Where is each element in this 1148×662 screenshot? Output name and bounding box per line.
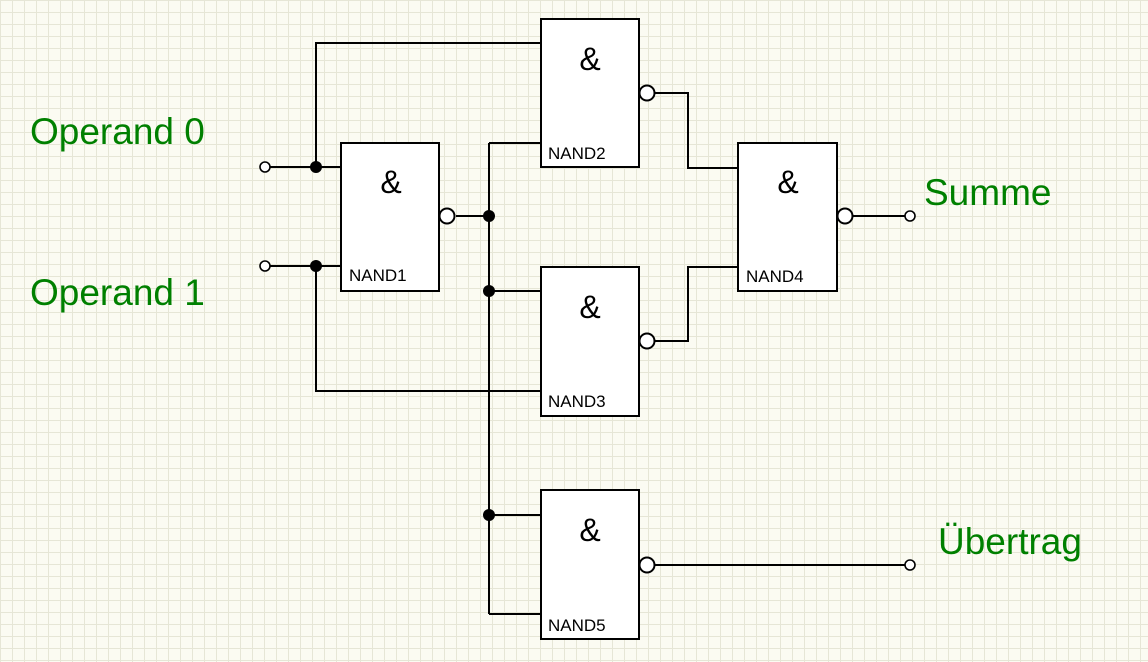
- gate-body: [540, 489, 640, 640]
- gate-nand4[interactable]: & NAND4: [737, 142, 854, 292]
- inverter-bubble: [638, 332, 656, 350]
- wire-nand3-to-nand4: [654, 266, 738, 342]
- and-symbol: &: [777, 164, 798, 200]
- label-operand1: Operand 1: [30, 272, 205, 313]
- gate-body: [737, 142, 838, 292]
- input-terminal-operand0[interactable]: [259, 161, 271, 173]
- inverter-bubble: [638, 84, 656, 102]
- label-uebertrag: Übertrag: [938, 521, 1082, 562]
- wire-operand0-to-nand2: [315, 42, 541, 167]
- junction-dot: [483, 285, 495, 297]
- gate-label: NAND2: [548, 144, 606, 163]
- gate-label: NAND3: [548, 392, 606, 411]
- and-symbol: &: [380, 164, 401, 200]
- label-summe: Summe: [924, 172, 1051, 213]
- inverter-bubble: [836, 207, 854, 225]
- gate-label: NAND4: [746, 267, 804, 286]
- junction-dot: [483, 210, 495, 222]
- wire-nand2-to-nand4: [654, 92, 738, 169]
- and-symbol: &: [579, 512, 600, 548]
- gate-nand5[interactable]: & NAND5: [540, 489, 656, 640]
- output-terminal-uebertrag[interactable]: [904, 559, 916, 571]
- inverter-bubble: [638, 556, 656, 574]
- gate-nand3[interactable]: & NAND3: [540, 266, 656, 417]
- junction-dot: [310, 161, 322, 173]
- gate-nand1[interactable]: & NAND1: [340, 142, 456, 292]
- gate-label: NAND1: [349, 266, 407, 285]
- junction-dot: [483, 509, 495, 521]
- junction-dot: [310, 260, 322, 272]
- junctions: [310, 161, 495, 521]
- and-symbol: &: [579, 289, 600, 325]
- gate-body: [540, 18, 640, 168]
- terminals: [259, 161, 916, 571]
- gate-nand2[interactable]: & NAND2: [540, 18, 656, 168]
- and-symbol: &: [579, 41, 600, 77]
- io-labels: Operand 0 Operand 1 Summe Übertrag: [30, 111, 1082, 562]
- output-terminal-summe[interactable]: [904, 210, 916, 222]
- gate-body: [540, 266, 640, 417]
- input-terminal-operand1[interactable]: [259, 260, 271, 272]
- wire-operand1-to-nand3: [315, 266, 541, 392]
- inverter-bubble: [438, 207, 456, 225]
- label-operand0: Operand 0: [30, 111, 205, 152]
- gate-label: NAND5: [548, 616, 606, 635]
